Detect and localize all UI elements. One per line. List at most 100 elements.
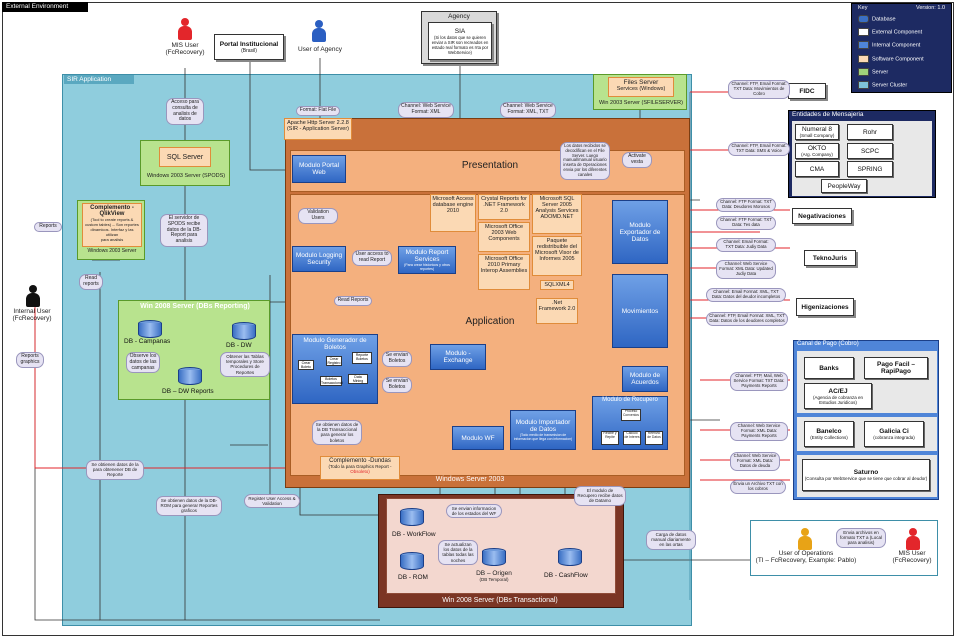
ms-access-engine: Microsoft Access database engine 2010	[430, 194, 476, 232]
note-envia-archivos: Envia archivos en formato TXT a (Local p…	[836, 528, 886, 548]
db-origen	[482, 548, 506, 568]
key-internal: Internal Component	[858, 41, 920, 49]
note-workflow-info: Se envian informacion de los estados del…	[446, 504, 502, 519]
note-mis-access: Acceso para consulta de analisis de dato…	[166, 98, 204, 125]
db-rom-label: DB - ROM	[398, 574, 428, 581]
key-database: Database	[858, 15, 896, 23]
generador-item-2: Crear Registro	[326, 356, 342, 366]
mis-user-top-label: MIS User(FcRecovery)	[165, 42, 205, 57]
note-reports: Reports	[34, 222, 62, 232]
key-title: Key	[858, 5, 868, 11]
module-wf: Modulo WF	[452, 426, 504, 450]
transactional-label: Win 2008 Server (DBs Transactional)	[442, 597, 558, 604]
db-campanas-label: DB - Campanas	[124, 338, 171, 345]
note-dw-rom: Se obtienen datos de la DB-ROM para gene…	[156, 496, 222, 516]
crystal-reports: Crystal Reports for .NET Framework 2.0	[478, 194, 530, 220]
note-obtener-datos: Se obtienen datos de la DB Transaccional…	[312, 420, 362, 445]
generador-item-4: Boletos Transaccional	[320, 376, 343, 386]
mis-user-bottom-icon	[906, 528, 920, 550]
spods-server: SQL Server Windows 2003 Server (SPODS)	[140, 140, 230, 186]
note-validation: Validation Users	[298, 208, 338, 224]
db-cashflow	[558, 548, 582, 568]
module-importador-datos: Modulo Importador de Datos(Todo medio de…	[510, 410, 576, 450]
mens-peopleway: PeopleWay	[821, 179, 867, 193]
note-obtener-grafico: Se obtienen datos de la para obtenener D…	[86, 460, 144, 480]
note-register-access: Register User Access & Validation	[244, 494, 300, 509]
module-movimientos: Movimientos	[612, 274, 668, 348]
note-saturno-channel: Channel: Web Service Format: XML Data: D…	[730, 452, 780, 471]
db-dw-reports	[178, 367, 202, 387]
agency-box: Agency SIA (Si los datos que se quieren …	[421, 11, 497, 64]
db-workflow-label: DB - WorkFlow	[392, 531, 436, 538]
note-activate: Activate vesta	[622, 152, 652, 168]
qlikview-server-label: Windows 2003 Server	[87, 248, 137, 254]
note-recupero-info: El modulo de Recupero recibe datos de Da…	[574, 486, 626, 506]
recupero-item-3: Calculo de Interes	[623, 431, 641, 445]
note-banks-channel: Channel: FTP, Mail, Web Service Format: …	[730, 372, 788, 391]
higenizaciones: Higenizaciones	[796, 298, 854, 316]
canal-saturno: Saturno(Consulta por WebService que se t…	[802, 459, 930, 491]
dundas-component: Complemento -Dundas(Todo la para Graphic…	[320, 456, 400, 480]
canal-banelco: Banelco(Entity Collections)	[804, 421, 854, 447]
generador-item-5: Data Mining	[348, 374, 368, 384]
mens-spring: SPRING	[847, 161, 893, 177]
note-channel-web-agency: Channel: Web Service Format: XML	[398, 102, 454, 118]
canal-acej: AC/EJ(Agencia de cobranza en Estudios Ju…	[804, 383, 872, 409]
operations-user-icon	[798, 528, 812, 550]
operations-user-label: User of Operations(TI – FcRecovery, Exam…	[755, 550, 857, 565]
db-dw-reports-label: DB – DW Reports	[162, 388, 214, 395]
agency-title: Agency	[448, 13, 470, 20]
recupero-item-2: Recibe y Repite	[601, 431, 619, 445]
user-agency-icon	[312, 20, 326, 42]
db-origen-label: DB – Origen(DB Temporal)	[476, 570, 512, 583]
module-acuerdos: Modulo de Acuerdos	[622, 366, 668, 392]
negativaciones: Negativaciones	[792, 208, 852, 224]
presentation-label: Presentation	[461, 160, 519, 171]
note-banelco-channel: Channel: Web Service Format: XML Data: P…	[730, 422, 788, 441]
files-server-host-label: Win 2003 Server (SFILESERVER)	[599, 100, 683, 106]
note-higen-email: Channel: Email Format: XML, TXT Data: Da…	[706, 288, 786, 302]
portal-institucional: Portal Institucional(Brasil)	[214, 34, 284, 60]
key-external: External Component	[858, 28, 922, 36]
internal-user-icon	[26, 285, 40, 307]
internal-user-label: Internal User(FcRecovery)	[12, 308, 52, 323]
qlikview-component: Complemento - QlikView (Tool to create r…	[82, 203, 142, 247]
mis-user-bottom-label: MIS User(FcRecovery)	[892, 550, 932, 565]
note-higen-ftp: Channel: FTP, Email Format: XML, TXT Dat…	[706, 312, 788, 326]
generador-item-3: Reporte Boletos	[352, 352, 372, 364]
mens-rohr: Rohr	[847, 124, 893, 140]
sql-analysis-services: Microsoft SQL Server 2005 Analysis Servi…	[532, 194, 582, 234]
note-channel-web-files: Channel: Web Service Format: XML, TXT	[500, 102, 556, 118]
windows-2003-label: Windows Server 2003	[435, 476, 505, 483]
note-observe-campanas: Observe los datos de las campanas	[126, 352, 160, 374]
report-viewer: Paquete redistribuible del Microsoft Vis…	[532, 236, 582, 276]
note-reports-graphics: Reports graphics	[16, 352, 44, 368]
note-carga-datos: Carga de datos manual diariamente en las…	[646, 530, 696, 550]
sir-application-title: SIR Application	[64, 75, 134, 84]
net-framework: .Net Framework 2.0	[536, 298, 578, 324]
sql-server: SQL Server	[159, 147, 211, 167]
db-campanas	[138, 320, 162, 340]
module-recupero: Modulo de Recupero Proceso Convenios Rec…	[592, 396, 668, 450]
office-interop: Microsoft Office 2010 Primary Interop As…	[478, 254, 530, 290]
note-fidc-channel: Channel: FTP, Email Format: TXT Data: Mo…	[728, 80, 790, 99]
mis-user-top-icon	[178, 18, 192, 40]
note-tekno-email: Channel: Email Format: TXT Data: Judiy D…	[716, 238, 776, 252]
note-read-reports: Read reports	[79, 274, 103, 290]
fidc: FIDC	[788, 83, 826, 99]
user-agency-label: User of Agency	[297, 46, 343, 53]
db-workflow	[400, 508, 424, 528]
generador-item-1: Crear Boleto	[298, 360, 314, 370]
note-envian-boletos: Se envian Boletos	[382, 351, 412, 367]
note-obtener-tablas: Obtener las Tablas temporales y Store Pr…	[220, 352, 270, 377]
application-label: Application	[465, 316, 515, 327]
note-saturno-envia: Envia un Archivo TXT con los cobros	[730, 480, 786, 494]
key-server: Server	[858, 68, 888, 76]
db-rom	[400, 552, 424, 572]
module-exchange: Modulo - Exchange	[430, 344, 486, 370]
note-spods-send: El servidor de SPODS recibe datos de la …	[160, 214, 208, 247]
note-origen-actualiza: Se actualizan los datos de la tablas tod…	[438, 540, 478, 565]
key-cluster: Server Cluster	[858, 81, 907, 89]
module-report-services: Modulo Report Services(Para crear histor…	[398, 246, 456, 274]
